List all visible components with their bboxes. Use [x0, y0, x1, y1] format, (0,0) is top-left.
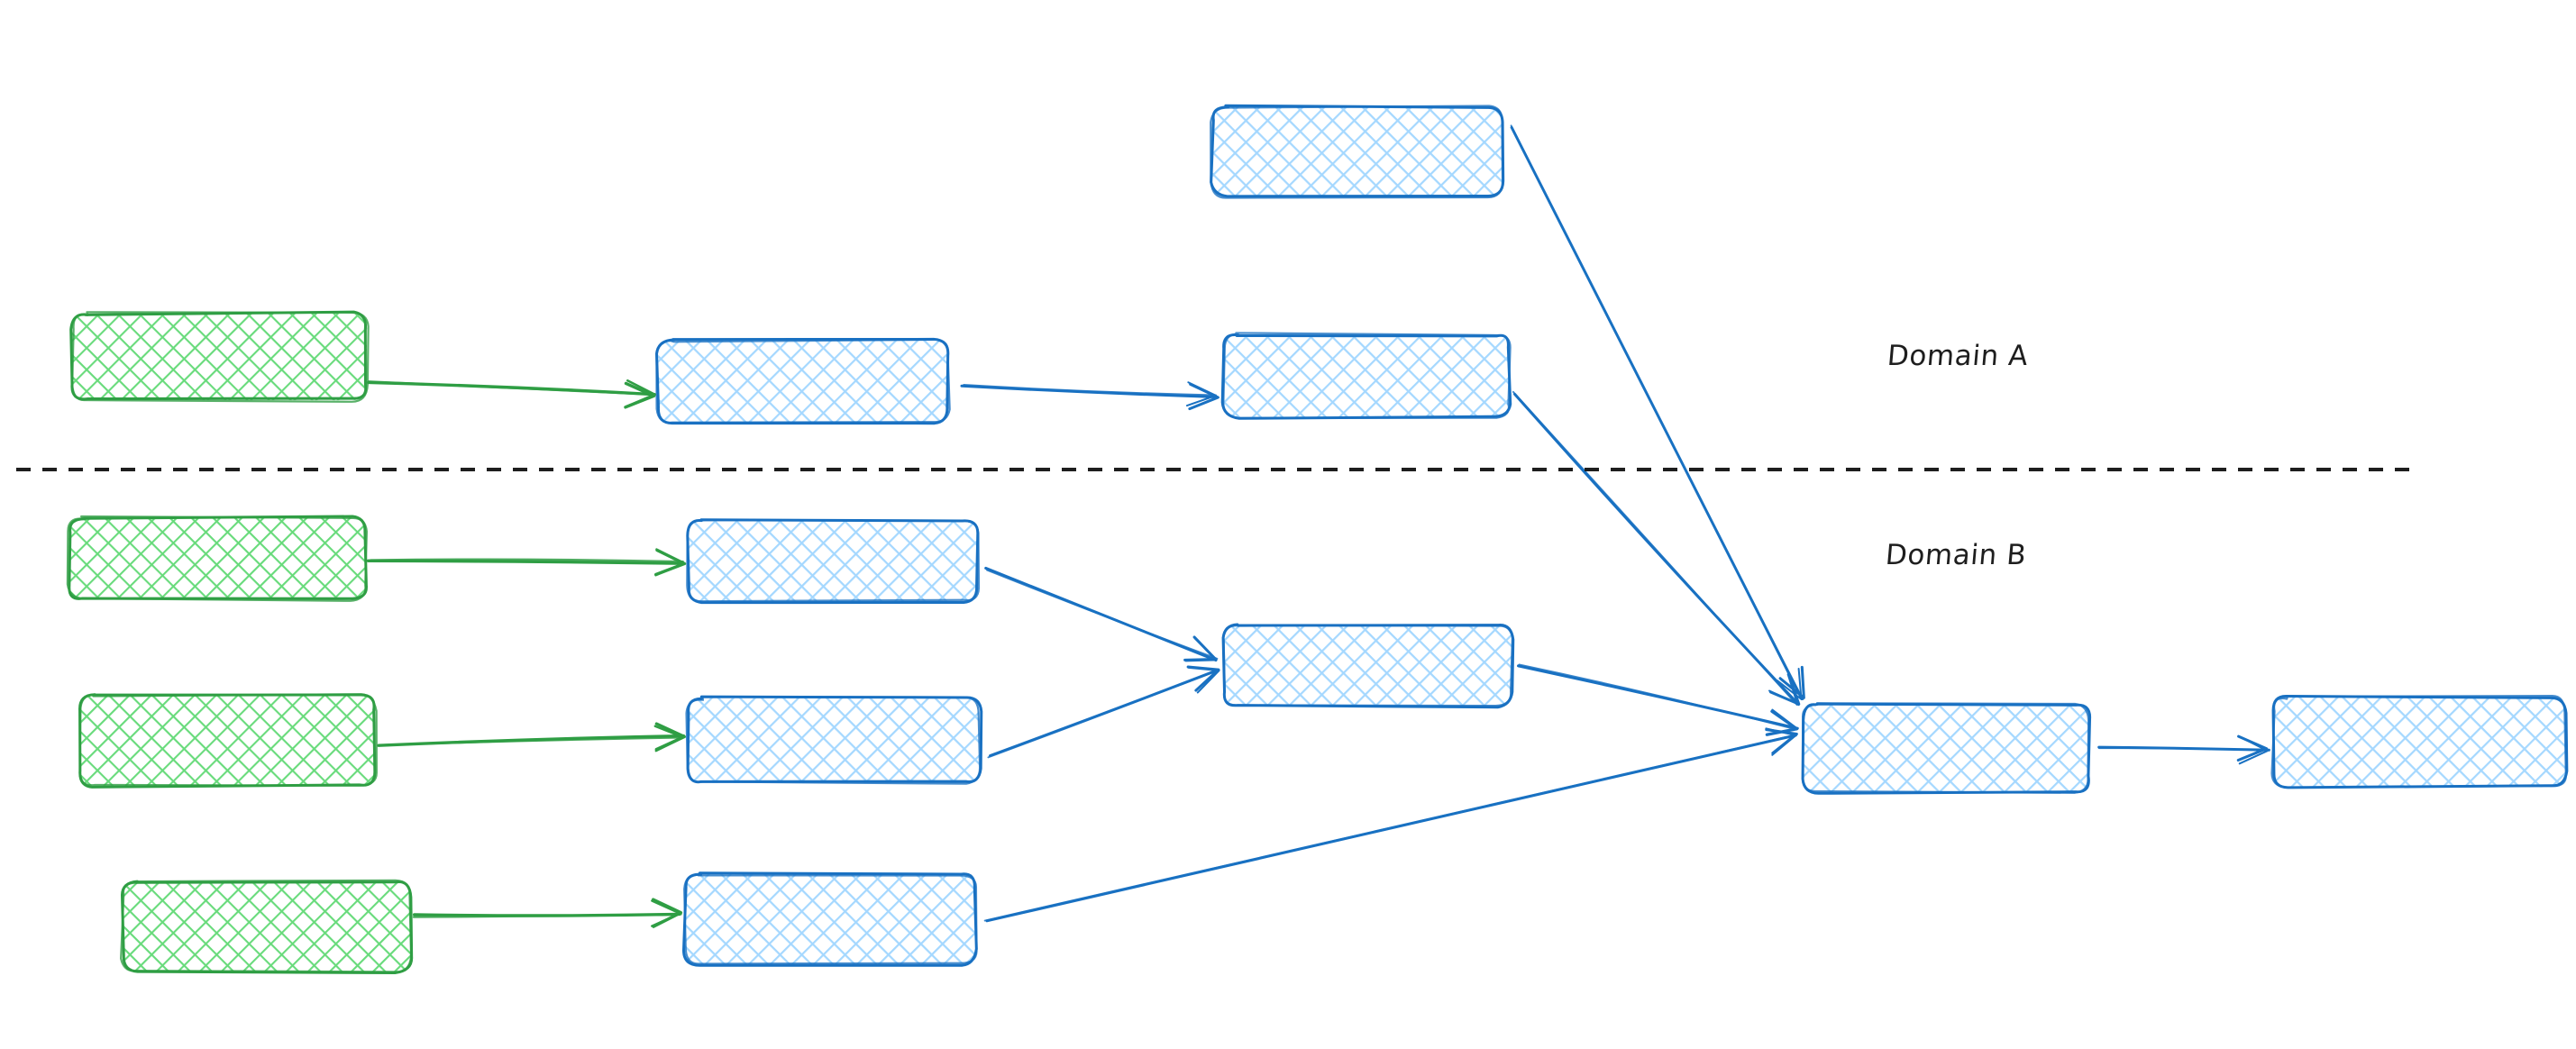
node-fill: [684, 873, 976, 965]
arrowhead-icon: [2238, 735, 2269, 765]
edge-line: [2097, 747, 2269, 752]
node-green-domain-b-source-1[interactable]: [66, 515, 369, 602]
node-blue-domain-a-top[interactable]: [1210, 104, 1505, 199]
node-fill: [69, 516, 367, 599]
edge-line: [986, 569, 1219, 660]
node-blue-domain-b-aggregate[interactable]: [1221, 623, 1515, 709]
edge-line: [1512, 390, 1798, 707]
arrowhead-icon: [626, 379, 656, 408]
arrowhead-icon: [651, 899, 681, 927]
arrowhead-icon: [1185, 381, 1218, 407]
arrowhead-icon: [654, 548, 685, 577]
node-outline: [1801, 702, 2090, 794]
edge-green-a-src-to-a-proc[interactable]: [367, 379, 656, 409]
arrowhead-icon: [1768, 673, 1798, 705]
node-outline: [1222, 624, 1514, 707]
node-outline: [66, 515, 369, 602]
node-outline: [685, 696, 982, 785]
edge-line: [412, 913, 682, 918]
node-blue-domain-b-process-1[interactable]: [686, 518, 981, 605]
node-outline: [2270, 695, 2567, 789]
edge-green-b-src2-to-b-proc2[interactable]: [377, 722, 686, 753]
edge-blue-b-proc1-to-agg[interactable]: [984, 566, 1219, 662]
node-fill: [1212, 105, 1503, 197]
edge-line: [963, 384, 1217, 397]
node-blue-domain-b-process-2[interactable]: [685, 695, 983, 785]
edge-blue-agg-to-hub[interactable]: [1516, 663, 1799, 736]
edge-blue-a-top-to-hub[interactable]: [1510, 124, 1805, 701]
edge-line: [368, 380, 653, 396]
node-fill: [658, 340, 949, 424]
arrowhead-icon: [1765, 727, 1797, 756]
node-blue-domain-b-output[interactable]: [2270, 694, 2569, 789]
node-outline: [71, 311, 370, 403]
edge-line: [379, 736, 685, 746]
node-fill: [1222, 334, 1511, 418]
node-fill: [1222, 624, 1512, 707]
edge-line: [983, 734, 1798, 922]
arrowhead-icon: [1776, 668, 1803, 700]
node-fill: [71, 313, 368, 401]
node-blue-domain-a-stage[interactable]: [1220, 332, 1512, 420]
arrowhead-icon: [1778, 665, 1805, 699]
node-fill: [687, 519, 979, 601]
node-blue-domain-b-hub[interactable]: [1801, 702, 2092, 795]
node-green-domain-b-source-2[interactable]: [78, 693, 378, 789]
node-green-domain-a-source[interactable]: [69, 310, 370, 403]
node-outline: [1210, 105, 1504, 199]
node-fill: [687, 698, 981, 783]
arrowhead-icon: [1184, 637, 1218, 662]
node-fill: [2272, 697, 2567, 788]
node-blue-domain-a-process[interactable]: [655, 337, 951, 425]
node-outline: [686, 518, 981, 603]
node-outline: [1222, 332, 1512, 419]
node-green-domain-b-source-3[interactable]: [120, 879, 414, 974]
domain-b-label: Domain B: [1884, 539, 2028, 571]
node-blue-domain-b-process-3[interactable]: [681, 871, 978, 967]
node-outline: [683, 872, 978, 965]
edges-layer: [366, 124, 2270, 928]
domain-a-label: Domain A: [1886, 340, 2030, 372]
node-fill: [122, 880, 412, 971]
edge-blue-a-stage-to-hub[interactable]: [1512, 390, 1801, 707]
edge-blue-hub-to-output[interactable]: [2097, 734, 2270, 765]
edge-line: [1510, 124, 1804, 700]
edge-line: [370, 558, 684, 563]
edge-green-b-src3-to-b-proc3[interactable]: [412, 898, 683, 928]
node-outline: [655, 338, 951, 424]
node-fill: [1802, 704, 2090, 793]
nodes-layer: [66, 104, 2569, 974]
node-outline: [120, 879, 413, 973]
edge-line: [1518, 663, 1797, 731]
arrowhead-icon: [653, 725, 685, 753]
node-fill: [78, 695, 376, 787]
edge-line: [960, 384, 1219, 399]
edge-line: [366, 559, 684, 565]
edge-blue-a-proc-to-a-stage[interactable]: [960, 381, 1219, 411]
edge-blue-b-proc2-to-agg[interactable]: [987, 665, 1220, 759]
edge-line: [987, 670, 1219, 759]
node-outline: [78, 693, 378, 787]
edge-blue-b-proc3-to-hub[interactable]: [983, 727, 1798, 923]
edge-green-b-src1-to-b-proc1[interactable]: [366, 548, 687, 577]
arrowhead-icon: [1187, 666, 1220, 694]
